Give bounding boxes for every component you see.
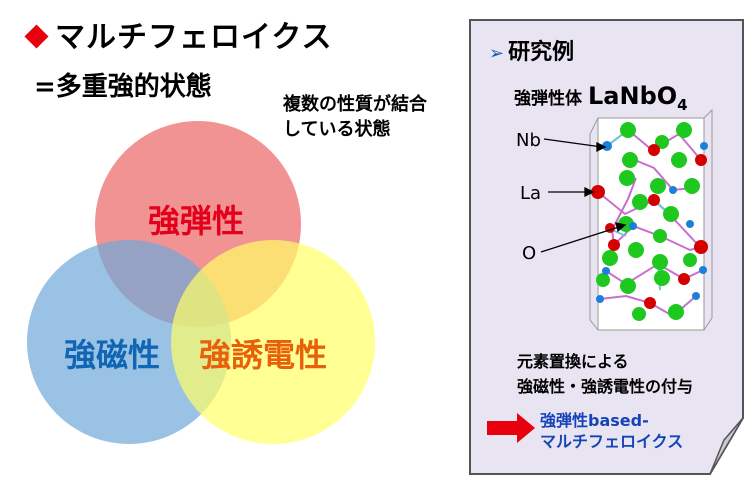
o-pointer-line (540, 225, 623, 253)
formula-subscript: 4 (677, 95, 688, 114)
nb-pointer-line (543, 138, 603, 148)
card-heading-text: 研究例 (508, 40, 575, 65)
crystal-structure (589, 108, 713, 331)
o-pointer-arrowhead (615, 222, 627, 233)
title-text: マルチフェロイクス (55, 20, 333, 55)
atom-label-la: La (520, 183, 542, 204)
la-pointer-arrowhead (584, 186, 595, 198)
lanthanum-atoms (591, 144, 708, 309)
result-text: 強弾性based- マルチフェロイクス (540, 410, 683, 452)
card-heading: ➢研究例 (489, 34, 574, 66)
atom-label-o: O (522, 243, 537, 264)
arrowhead-bullet-icon: ➢ (489, 43, 505, 64)
nb-pointer-arrowhead (596, 141, 607, 153)
desc-line-2: 強磁性・強誘電性の付与 (517, 377, 694, 396)
material-formula: LaNbO4 (588, 82, 688, 114)
label-ferroelastic: 強弾性 (148, 202, 245, 240)
coupling-note: 複数の性質が結合 している状態 (283, 92, 427, 142)
note-line-1: 複数の性質が結合 (283, 94, 427, 115)
venn-diagram (27, 121, 375, 444)
desc-line-1: 元素置換による (517, 352, 629, 371)
material-label: 強弾性体 (514, 89, 582, 109)
niobium-atoms (596, 141, 708, 303)
label-ferroelectric: 強誘電性 (199, 336, 328, 374)
circle-ferromagnetic (27, 240, 231, 444)
red-right-arrow-icon (487, 413, 535, 443)
label-ferromagnetic: 強磁性 (64, 336, 161, 374)
material-title: 強弾性体 LaNbO4 (514, 82, 688, 114)
formula-main: LaNbO (588, 82, 678, 110)
result-line-1: 強弾性based- (540, 411, 649, 430)
oxygen-atoms (596, 122, 700, 321)
subtitle: =多重強的状態 (34, 72, 212, 102)
note-line-2: している状態 (283, 119, 391, 140)
circle-ferroelectric (171, 240, 375, 444)
page-title: マルチフェロイクス (22, 12, 333, 56)
atom-label-nb: Nb (516, 130, 541, 151)
result-line-2: マルチフェロイクス (540, 432, 684, 451)
substitution-description: 元素置換による 強磁性・強誘電性の付与 (517, 349, 693, 399)
